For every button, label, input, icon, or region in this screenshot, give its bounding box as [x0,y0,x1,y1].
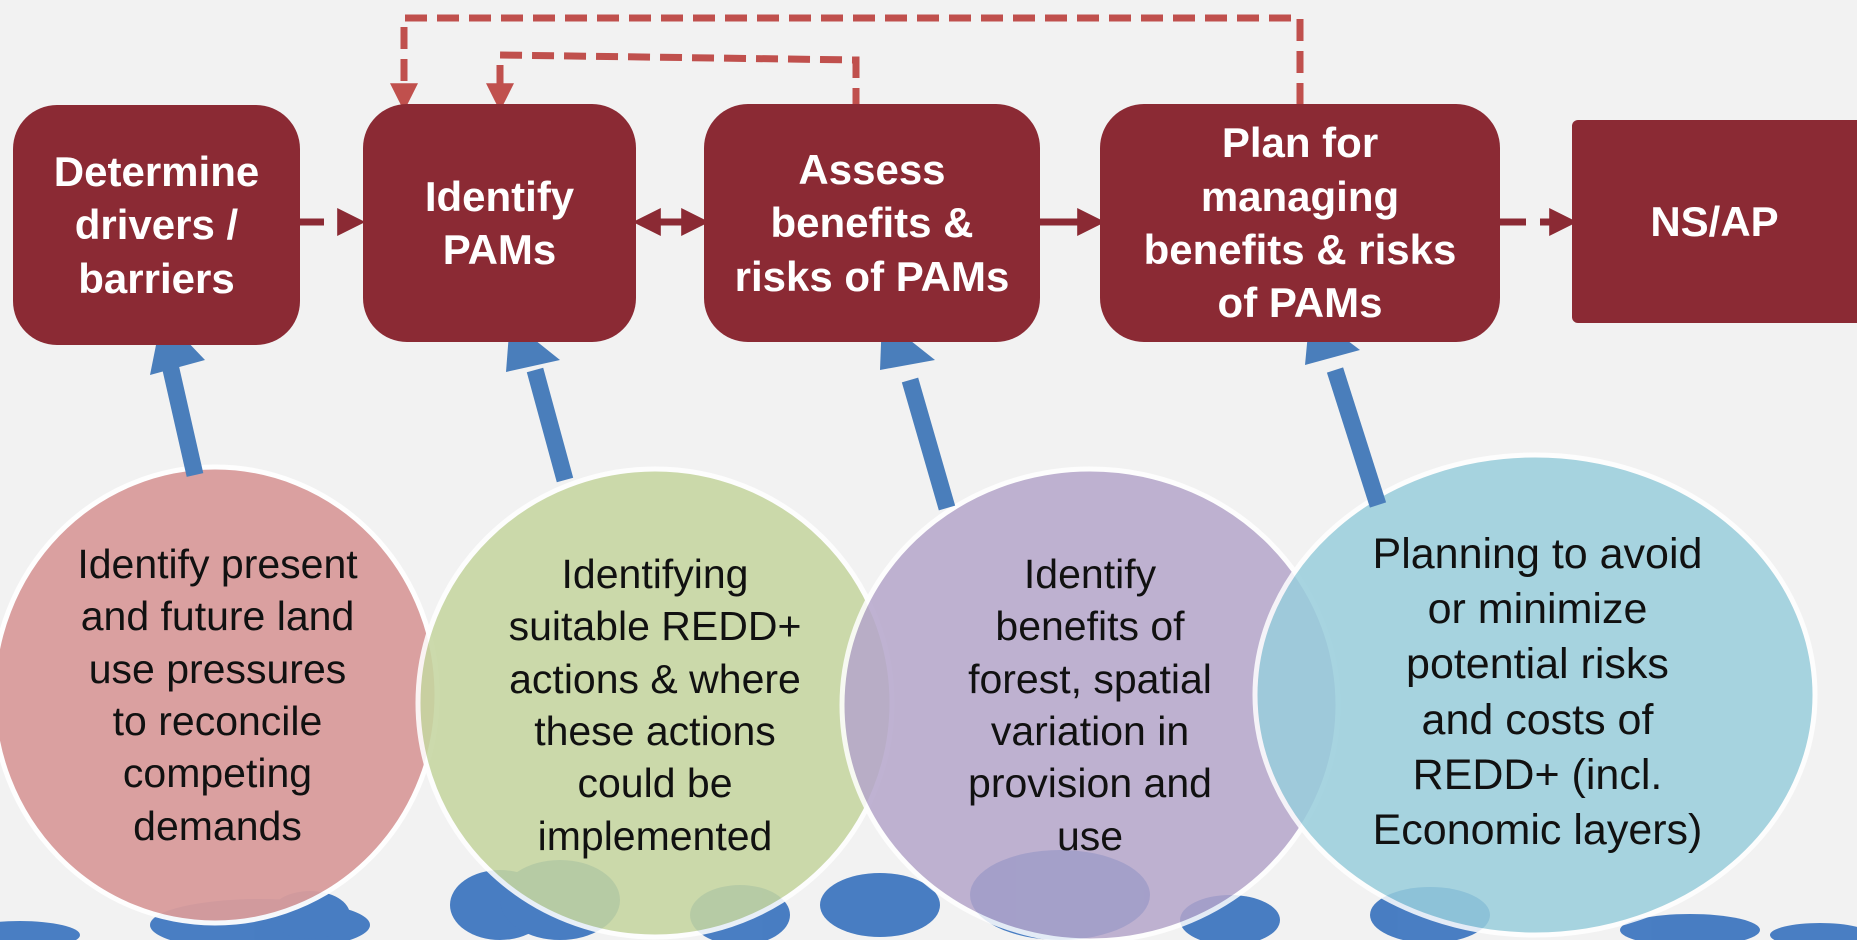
process-step-assess-benefits-risks: Assess benefits & risks of PAMs [704,104,1040,342]
input-text-suitable-actions: Identifying suitable REDD+ actions & whe… [508,550,802,859]
input-arrow-pams [506,320,574,483]
feedback-loop-plan-to-identify [390,14,1304,112]
process-step-label: Assess benefits & risks of PAMs [734,146,1010,300]
process-step-ns-ap: NS/AP [1572,120,1857,323]
input-text-avoid-risks: Planning to avoid or minimize potential … [1372,530,1703,854]
process-step-plan-managing: Plan for managing benefits & risks of PA… [1100,104,1500,342]
input-arrow-assess [880,318,956,511]
process-step-identify-pams: Identify PAMs [363,104,636,342]
process-step-label: NS/AP [1650,197,1779,245]
feedback-loops [390,14,1304,112]
process-step-determine-drivers: Determine drivers / barriers [13,105,300,345]
process-step-label: Identify PAMs [424,172,575,273]
process-step-label: Determine drivers / barriers [53,148,260,302]
feedback-loop-assess-to-identify [486,51,860,112]
input-arrows [150,312,1387,511]
circle-avoid-risks [1252,452,1818,938]
process-step-label: Plan for managing benefits & risks of PA… [1143,119,1457,327]
input-text-land-use-pressures: Identify present and future land use pre… [77,540,358,849]
input-circles [0,452,1818,940]
input-text-forest-benefits: Identify benefits of forest, spatial var… [968,550,1212,859]
